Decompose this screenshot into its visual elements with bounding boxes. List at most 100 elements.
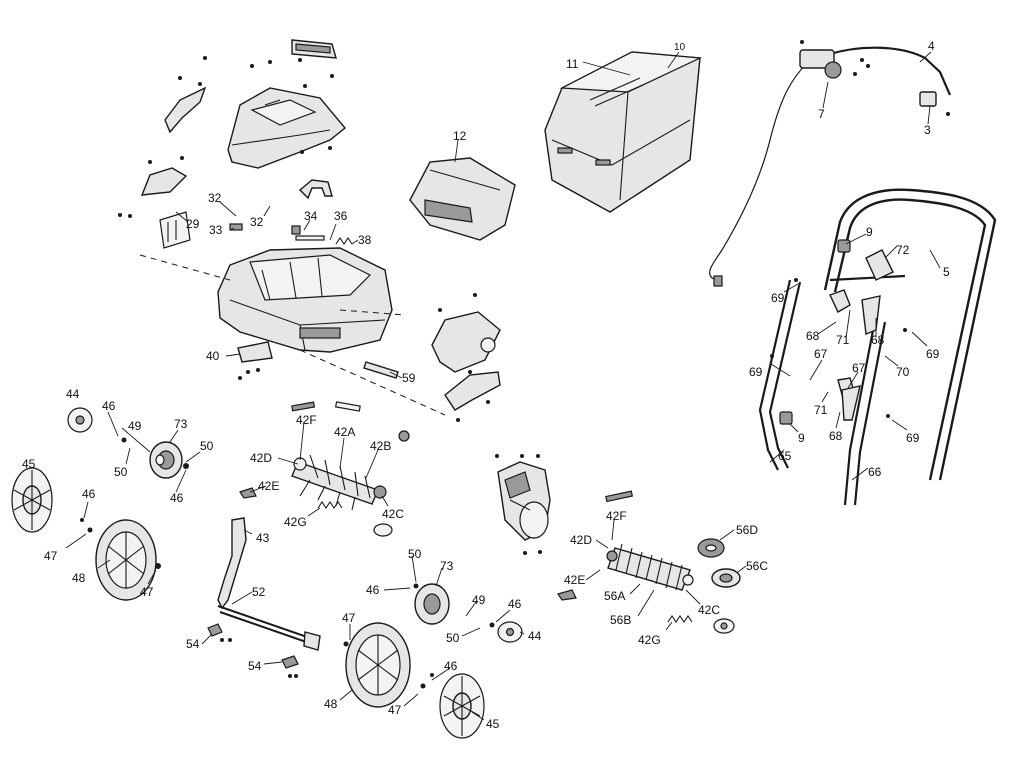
label-68c: 68 [829, 429, 843, 443]
label-45b: 45 [486, 717, 500, 731]
label-54a: 54 [186, 637, 200, 651]
rear-guard [444, 371, 501, 411]
label-48b: 48 [324, 697, 338, 711]
spring-42G [317, 501, 343, 509]
label-42F-b: 42F [606, 509, 627, 523]
scarifier-roller [291, 454, 387, 511]
label-34: 34 [304, 209, 318, 223]
axis-line-1 [139, 254, 231, 281]
label-50a: 50 [200, 439, 214, 453]
label-4: 4 [928, 39, 935, 53]
label-67a: 67 [814, 347, 828, 361]
label-32b: 32 [250, 215, 264, 229]
motor-assembly [497, 461, 551, 541]
label-56D: 56D [736, 523, 758, 537]
wheel-48-left [95, 519, 157, 601]
wheel-73-left [149, 441, 183, 479]
label-71a: 71 [836, 333, 850, 347]
bearing-56D [697, 538, 725, 558]
label-56B: 56B [610, 613, 631, 627]
label-42A-a: 42A [334, 425, 355, 439]
label-38: 38 [358, 233, 372, 247]
callout-labels: 10 11 4 7 3 12 5 9 72 69 68 71 68 69 67 … [22, 39, 950, 731]
bearing-56C [711, 568, 741, 588]
label-42C-b: 42C [698, 603, 720, 617]
rod-59 [363, 361, 399, 379]
hub-cap-45-center [439, 673, 485, 739]
label-68a: 68 [806, 329, 820, 343]
label-42D-a: 42D [250, 451, 272, 465]
label-42C-a: 42C [382, 507, 404, 521]
label-67b: 67 [852, 361, 866, 375]
grass-catcher-box [544, 51, 703, 213]
top-cover [227, 87, 346, 169]
label-56C: 56C [746, 559, 768, 573]
label-32a: 32 [208, 191, 222, 205]
spring-42G-right [667, 615, 693, 623]
wheel-73-center [414, 583, 450, 625]
label-52: 52 [252, 585, 266, 599]
motor-cover [409, 157, 516, 241]
side-flap [164, 86, 207, 134]
label-42B-a: 42B [370, 439, 391, 453]
upper-handle-bar [709, 46, 952, 287]
label-73b: 73 [440, 559, 454, 573]
bearing-42C-right [713, 618, 735, 634]
label-9a: 9 [866, 225, 873, 239]
clip-42E [239, 487, 257, 499]
label-5: 5 [943, 265, 950, 279]
label-46d: 46 [366, 583, 380, 597]
height-bracket [140, 167, 191, 249]
label-42G-a: 42G [284, 515, 307, 529]
label-42D-b: 42D [570, 533, 592, 547]
main-housing [217, 247, 393, 353]
height-adjust-lever [217, 517, 321, 651]
label-66: 66 [868, 465, 882, 479]
label-49b: 49 [472, 593, 486, 607]
axle-pin-54 [207, 623, 299, 669]
axis-line-2 [299, 349, 446, 416]
label-42F-a: 42F [296, 413, 317, 427]
label-3: 3 [924, 123, 931, 137]
roller-56-assembly [605, 490, 694, 591]
label-9b: 9 [798, 431, 805, 445]
leader-lines [65, 51, 941, 721]
label-68b: 68 [871, 333, 885, 347]
label-49a: 49 [128, 419, 142, 433]
label-11: 11 [566, 57, 579, 71]
bearing-42B [398, 430, 410, 442]
hub-cap-45-left [11, 467, 53, 533]
label-45a: 45 [22, 457, 36, 471]
label-47a: 47 [44, 549, 58, 563]
label-10: 10 [674, 42, 686, 53]
label-42E-b: 42E [564, 573, 585, 587]
label-73a: 73 [174, 417, 188, 431]
label-29: 29 [186, 217, 200, 231]
label-33: 33 [209, 223, 223, 237]
label-70: 70 [896, 365, 910, 379]
label-69d: 69 [906, 431, 920, 445]
label-50c: 50 [408, 547, 422, 561]
label-56A: 56A [604, 589, 625, 603]
label-44a: 44 [66, 387, 80, 401]
label-54b: 54 [248, 659, 262, 673]
label-7: 7 [818, 107, 825, 121]
label-44b: 44 [528, 629, 542, 643]
label-36: 36 [334, 209, 348, 223]
bearing-42C [373, 523, 393, 537]
label-47b: 47 [140, 585, 154, 599]
label-59: 59 [402, 371, 416, 385]
label-40: 40 [206, 349, 220, 363]
label-46c: 46 [82, 487, 96, 501]
label-50b: 50 [114, 465, 128, 479]
label-43: 43 [256, 531, 270, 545]
clip-42E-right [557, 589, 577, 601]
label-12: 12 [453, 129, 467, 143]
label-42G-b: 42G [638, 633, 661, 647]
label-69a: 69 [771, 291, 785, 305]
hub-cap-44-center [497, 621, 523, 643]
label-46b: 46 [170, 491, 184, 505]
label-46a: 46 [102, 399, 116, 413]
label-46f: 46 [444, 659, 458, 673]
